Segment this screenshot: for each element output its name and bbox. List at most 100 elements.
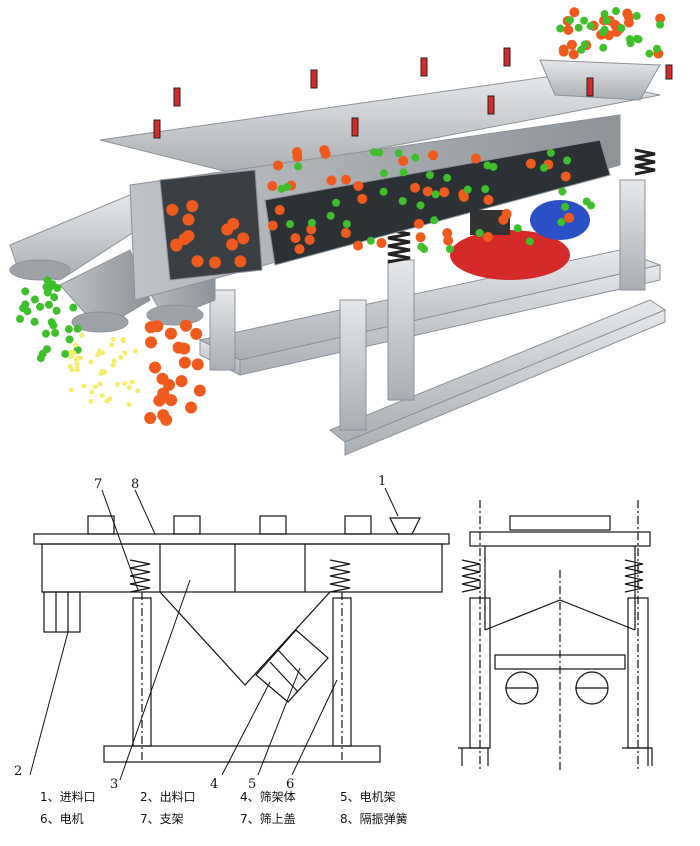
particle <box>632 11 641 20</box>
particle <box>98 370 104 376</box>
particle <box>561 202 570 211</box>
particle <box>563 156 572 165</box>
particle <box>564 212 575 223</box>
label-1: 1 <box>378 474 386 489</box>
particle <box>164 327 177 340</box>
particle <box>656 20 665 29</box>
particle <box>135 388 141 394</box>
technical-drawing: 1 2 3 4 5 6 7 8 <box>14 474 653 792</box>
particle <box>443 173 452 182</box>
particle <box>178 356 191 369</box>
particle <box>68 387 74 393</box>
particle <box>144 321 157 334</box>
clamp-handles <box>153 47 673 139</box>
particle <box>425 171 434 180</box>
particle <box>73 342 79 348</box>
particle <box>68 354 74 360</box>
part-numbers: 1 2 3 4 5 6 7 8 <box>14 474 386 792</box>
particle <box>600 10 609 19</box>
particle <box>156 372 169 385</box>
label-7: 7 <box>94 477 102 492</box>
particle <box>71 350 77 356</box>
particle <box>332 198 341 207</box>
particle <box>227 217 240 230</box>
legend-item: 1、进料口 <box>40 790 96 804</box>
particle <box>586 22 595 31</box>
particle <box>483 194 494 205</box>
particle <box>110 336 116 342</box>
particle <box>411 153 420 162</box>
particle <box>88 398 94 404</box>
particle <box>157 387 170 400</box>
particle <box>413 218 424 229</box>
material-particles <box>16 7 666 426</box>
particle <box>375 148 384 157</box>
particle <box>99 393 105 399</box>
motor <box>450 200 590 280</box>
particle <box>126 385 132 391</box>
base-frame <box>198 179 667 456</box>
particle <box>558 46 569 57</box>
particle <box>399 168 408 177</box>
legend-item: 6、电机 <box>40 812 84 826</box>
leader-lines <box>29 487 399 781</box>
particle <box>306 224 317 235</box>
particle <box>294 244 305 255</box>
particle <box>274 205 285 216</box>
particle <box>379 169 388 178</box>
particle <box>121 338 127 344</box>
particle <box>574 23 583 32</box>
particle <box>566 39 577 50</box>
particle <box>580 16 589 25</box>
particle <box>481 185 490 194</box>
particle <box>376 238 387 249</box>
particle <box>41 329 50 338</box>
particle <box>398 196 407 205</box>
particle <box>36 302 45 311</box>
particle <box>560 171 571 182</box>
particle <box>558 187 567 196</box>
legend-item: 8、隔振弹簧 <box>340 812 408 826</box>
particle <box>190 327 203 340</box>
particle <box>563 24 574 35</box>
particle <box>582 197 591 206</box>
particle <box>645 49 654 58</box>
legend-item: 2、出料口 <box>140 790 196 804</box>
particle <box>234 255 247 268</box>
particle <box>445 244 454 253</box>
particle <box>73 324 82 333</box>
particle <box>44 300 53 309</box>
particle <box>21 287 30 296</box>
particle <box>16 314 25 323</box>
particle <box>149 361 162 374</box>
legend-item: 4、筛架体 <box>240 790 296 804</box>
label-5: 5 <box>248 777 256 792</box>
springs <box>387 148 656 264</box>
particle <box>340 228 351 239</box>
particle <box>617 24 626 33</box>
particle <box>95 352 101 358</box>
particle <box>482 231 493 242</box>
particle <box>539 163 548 172</box>
particle <box>226 238 239 251</box>
particle <box>175 375 188 388</box>
legend-row-2: 6、电机 7、支架 7、筛上盖 8、隔振弹簧 <box>40 808 440 830</box>
particle <box>75 355 81 361</box>
label-8: 8 <box>131 477 139 492</box>
particle <box>470 153 481 164</box>
particle <box>342 219 351 228</box>
label-6: 6 <box>286 777 294 792</box>
particle <box>191 255 204 268</box>
particle <box>21 300 30 309</box>
particle <box>96 348 102 354</box>
legend-row-1: 1、进料口 2、出料口 4、筛架体 5、电机架 <box>40 786 440 808</box>
particle <box>652 44 661 53</box>
particle <box>353 240 364 251</box>
particle <box>580 40 589 49</box>
particle <box>341 174 352 185</box>
particle <box>122 350 128 356</box>
particle <box>557 218 566 227</box>
particle <box>160 413 173 426</box>
particle <box>182 229 195 242</box>
particle <box>602 16 611 25</box>
